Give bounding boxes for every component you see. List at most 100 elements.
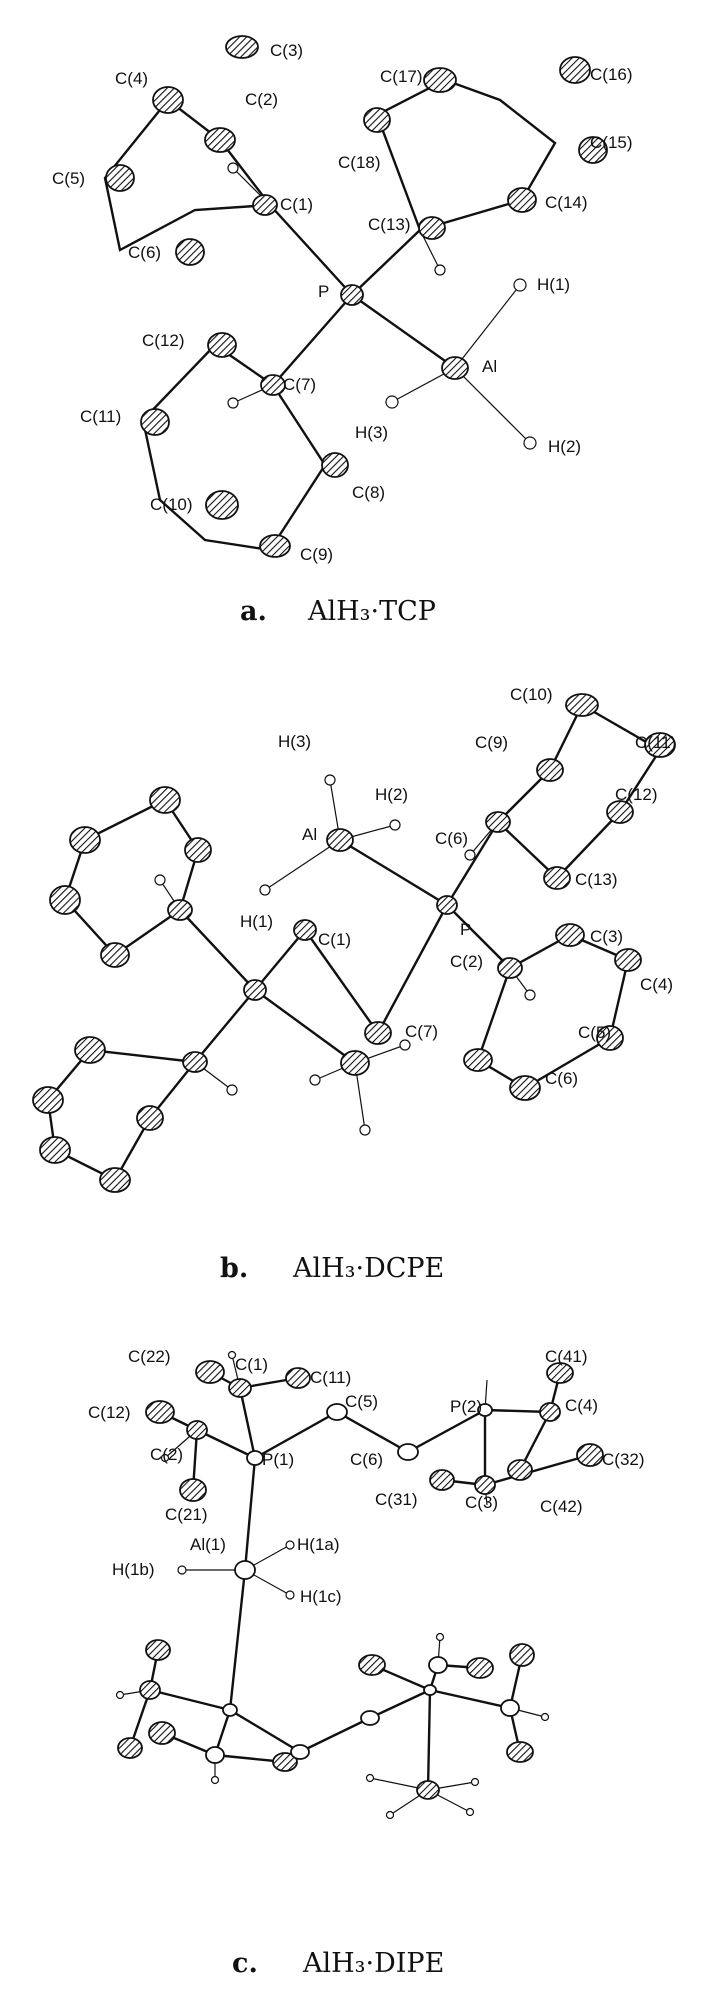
label: C(8)	[352, 483, 385, 502]
atom-b-h	[309, 1074, 321, 1086]
label: C(2)	[245, 90, 278, 109]
label: P	[460, 920, 471, 939]
label: H(2)	[548, 437, 581, 456]
atom-a-c10-hatch	[206, 491, 238, 519]
atom-a-c18-hatch	[364, 108, 390, 132]
atom-a-h1	[513, 278, 527, 292]
panel-c-formula: AlH₃·DIPE	[302, 1948, 444, 1979]
atom-a-h2	[523, 436, 537, 450]
atom-c-h	[540, 1712, 550, 1722]
atom-b-hatch	[183, 1052, 207, 1072]
atom-a-c11-hatch	[141, 409, 169, 435]
label: C(17)	[380, 67, 423, 86]
atom-b-hatch	[40, 1137, 70, 1163]
label: C(41)	[545, 1347, 588, 1366]
atom-c-c32-hatch	[577, 1444, 603, 1466]
atom-b-hatch	[464, 1049, 492, 1071]
atom-c-hatch	[273, 1753, 297, 1771]
atom-a-p-hatch	[341, 285, 363, 305]
atom-b-hatch	[101, 943, 129, 967]
atom-a-c15-hatch	[579, 137, 607, 163]
label: C(9)	[300, 545, 333, 564]
panel-a-letter: a.	[240, 596, 267, 627]
label: C(12)	[615, 785, 658, 804]
atom-c-hatch	[146, 1640, 170, 1660]
label: C(6)	[545, 1069, 578, 1088]
atom-a-c16-hatch	[560, 57, 590, 83]
panel-c-letter: c.	[232, 1948, 258, 1979]
atom-a-c2-hatch	[205, 128, 235, 152]
label: C(5)	[345, 1392, 378, 1411]
atom-c-c12-hatch	[146, 1401, 174, 1423]
atom-c-hatch	[507, 1742, 533, 1762]
atom-b-hatch	[537, 759, 563, 781]
atom-c-hatch	[510, 1644, 534, 1666]
atom-c	[222, 1703, 238, 1717]
label: C(15)	[590, 133, 633, 152]
label: C(11)	[80, 407, 121, 426]
label: C(1)	[235, 1355, 268, 1374]
label: C(6)	[435, 829, 468, 848]
panel-a-labels: C(3) C(4) C(2) C(17) C(16) C(5) C(1) C(1…	[52, 41, 633, 564]
atom-c	[290, 1744, 310, 1760]
atom-b-hatch	[100, 1168, 130, 1192]
atom-c-c5	[326, 1403, 348, 1421]
atom-a-c17-hatch	[424, 68, 456, 92]
label: C(3)	[590, 927, 623, 946]
label: C(5)	[578, 1023, 611, 1042]
label: C(7)	[405, 1022, 438, 1041]
atom-b-hatch	[510, 1076, 540, 1100]
panel-a-atoms	[105, 35, 608, 558]
atom-a-c3-hatch	[226, 36, 258, 58]
panel-a-structure: C(3) C(4) C(2) C(17) C(16) C(5) C(1) C(1…	[52, 35, 633, 627]
atom-b-h2	[389, 819, 401, 831]
atom-b-hatch	[150, 787, 180, 813]
panel-b-formula: AlH₃·DCPE	[292, 1253, 444, 1284]
label: P(1)	[262, 1450, 294, 1469]
label: Al(1)	[190, 1535, 226, 1554]
label: Al	[302, 825, 317, 844]
atom-c-c11-hatch	[286, 1368, 310, 1388]
atom-c-h	[465, 1807, 475, 1817]
atom-c-hatch	[140, 1681, 160, 1699]
label: C(6)	[128, 243, 161, 262]
atom-b-hatch	[486, 812, 510, 832]
label: H(1a)	[297, 1535, 340, 1554]
atom-c-hatch	[417, 1781, 439, 1799]
atom-a-c4-hatch	[153, 87, 183, 113]
label: C(14)	[545, 193, 588, 212]
atom-c-h1c	[285, 1590, 295, 1600]
label: C(11)	[635, 733, 676, 752]
label: C(6)	[350, 1450, 383, 1469]
atom-a-c14-hatch	[508, 188, 536, 212]
label: H(1)	[537, 275, 570, 294]
label: C(13)	[575, 870, 618, 889]
atom-a-h-c1	[227, 162, 239, 174]
label: Al	[482, 357, 497, 376]
atom-b-hatch	[341, 1051, 369, 1075]
label: P(2)	[450, 1397, 482, 1416]
label: C(2)	[450, 952, 483, 971]
panel-b-atoms	[32, 693, 676, 1193]
atom-b-hatch	[244, 980, 266, 1000]
atom-b-hatch	[137, 1106, 163, 1130]
atom-a-c9-hatch	[260, 535, 290, 557]
atom-c-hatch	[149, 1722, 175, 1744]
atom-c-c6	[397, 1443, 419, 1461]
atom-c-h	[160, 1453, 170, 1463]
atom-c	[500, 1699, 520, 1717]
label: H(3)	[278, 732, 311, 751]
label: H(2)	[375, 785, 408, 804]
atom-c-h	[435, 1632, 445, 1642]
atom-a-c13-hatch	[419, 217, 445, 239]
atom-b-hatch	[33, 1087, 63, 1113]
atom-c-c31-hatch	[430, 1470, 454, 1490]
panel-b-labels: C(10) C(11) H(3) C(9) H(2) C(12) Al C(6)…	[240, 685, 676, 1088]
atom-b-h	[399, 1039, 411, 1051]
atom-a-al-hatch	[442, 357, 468, 379]
label: C(9)	[475, 733, 508, 752]
atom-b-al-hatch	[327, 829, 353, 851]
atom-b-p-hatch	[437, 896, 457, 914]
atom-c-c41-hatch	[547, 1363, 573, 1383]
